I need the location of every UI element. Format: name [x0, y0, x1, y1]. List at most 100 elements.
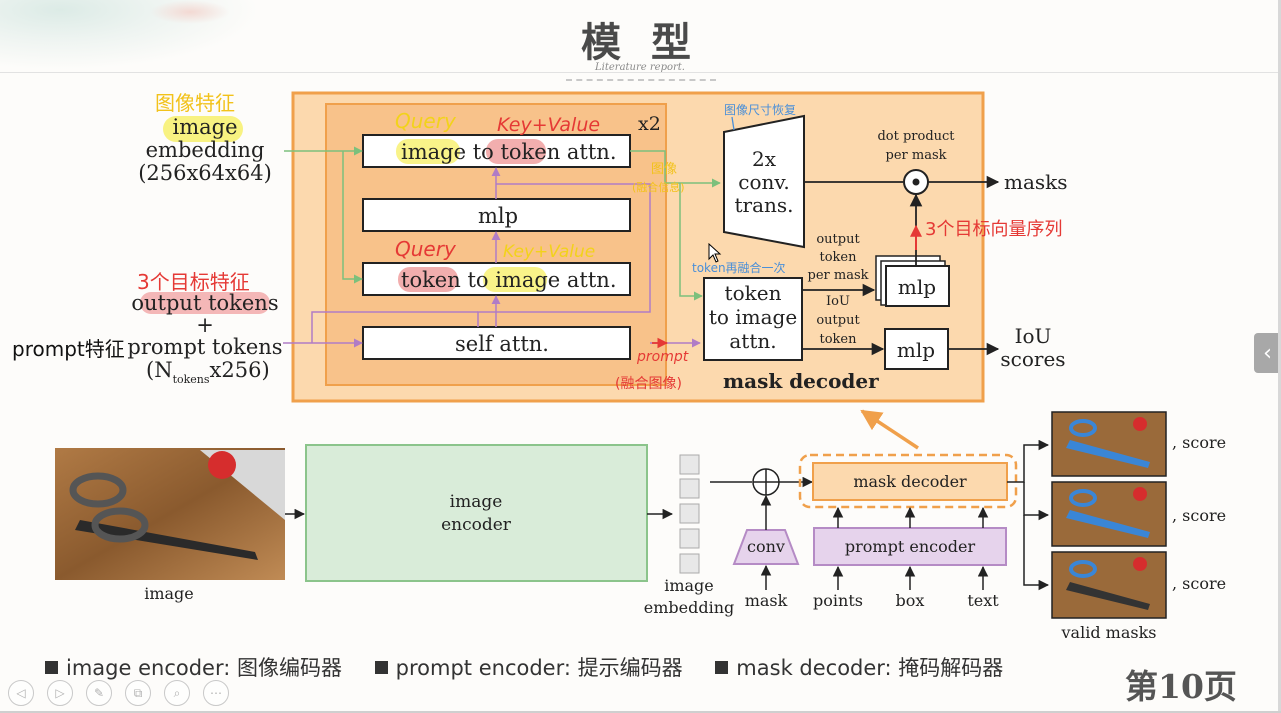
itt-to-ttia: [679, 183, 703, 301]
annot-kv-2: Key+Value: [503, 242, 595, 262]
image-emb-highlight: [163, 116, 243, 142]
otpm-line3: per mask: [808, 268, 869, 283]
annot-fuse-image: (融合图像): [615, 376, 682, 392]
iou-token-line3: token: [820, 332, 858, 347]
mlp-masks-label: mlp: [898, 275, 936, 299]
legend-item-image-encoder: image encoder: 图像编码器: [45, 656, 342, 680]
legend-text: mask decoder: 掩码解码器: [736, 656, 1004, 680]
valid-masks-label: valid masks: [1061, 623, 1157, 642]
annot-image-note-2: (融合信息): [632, 180, 685, 194]
more-icon[interactable]: ⋯: [203, 680, 229, 706]
image-emb-line1: image: [172, 115, 237, 139]
bullet-icon: [45, 661, 58, 674]
slide-subtitle: Literature report.: [595, 62, 685, 73]
prev-icon[interactable]: ◁: [8, 680, 34, 706]
highlight-image-2: [483, 267, 547, 292]
next-icon[interactable]: ▷: [47, 680, 73, 706]
image-encoder-line2: encoder: [441, 515, 512, 535]
annot-query-1: Query: [395, 109, 457, 133]
token-to-image-attn-right-block: [703, 277, 803, 361]
image-emb-line2: embedding: [146, 138, 265, 162]
n-tokens-tail: x256): [210, 358, 270, 382]
token-loop: [477, 183, 651, 327]
legend-text: image encoder: 图像编码器: [66, 656, 342, 680]
bullet-icon: [374, 661, 388, 674]
iou-token-line1: IoU: [826, 294, 850, 309]
collapse-panel-button[interactable]: ‹: [1254, 333, 1281, 373]
valid-mask-3: [1051, 551, 1167, 619]
dot-product-line1: dot product: [877, 129, 955, 144]
otpm-line2: token: [820, 250, 858, 265]
embedding-label-line2: embedding: [644, 598, 735, 617]
legend: image encoder: 图像编码器 prompt encoder: 提示编…: [45, 652, 1029, 682]
annot-prompt-note: prompt: [636, 349, 689, 365]
decoder-output-arrows: [1007, 439, 1050, 591]
conv-trans-line1: 2x: [752, 147, 777, 171]
score-label-1: , score: [1172, 433, 1226, 452]
window-edge-bottom: [0, 711, 1281, 713]
mlp-inner-label: mlp: [478, 204, 518, 228]
legend-item-mask-decoder: mask decoder: 掩码解码器: [715, 656, 1003, 680]
annot-target-features: 3个目标特征: [137, 270, 250, 294]
scissors-handle-2: [91, 507, 149, 543]
highlight-image: [396, 139, 460, 164]
header-rule: [0, 72, 1281, 73]
floral-decoration-pink: [150, 0, 230, 24]
n-tokens-sub: tokens: [173, 373, 210, 386]
self-attn-label: self attn.: [455, 332, 549, 356]
image-label: image: [144, 584, 194, 603]
plus-glyph: [753, 469, 779, 495]
red-object: [208, 451, 236, 479]
copy-icon[interactable]: ⧉: [125, 680, 151, 706]
image-encoder-block: [305, 444, 648, 582]
conv-trapezoid: [732, 529, 800, 565]
embedding-label-line1: image: [664, 576, 714, 595]
embedding-stack: [679, 454, 700, 574]
subtitle-divider: [566, 79, 716, 81]
token-word-2: token: [401, 268, 461, 292]
mlp-masks-block: [885, 265, 950, 307]
svg-text:image to token attn.: image to token attn.: [401, 140, 617, 164]
iou-scores-line2: scores: [1000, 347, 1065, 371]
conv-trans-line3: trans.: [734, 193, 793, 217]
iou-token-line2: output: [816, 313, 860, 328]
prompt-bypass: [311, 311, 478, 343]
highlight-token-2: [398, 267, 458, 292]
conv-label: conv: [747, 537, 785, 556]
annot-upsample-arrow: [731, 116, 735, 131]
conv-trans-line2: conv.: [738, 170, 789, 194]
window-edge: [1278, 0, 1281, 713]
bullet-icon: [715, 661, 729, 674]
pen-icon[interactable]: ✎: [86, 680, 112, 706]
itt-to-conv: [630, 150, 721, 188]
zoom-icon[interactable]: ⌕: [164, 680, 190, 706]
iou-scores-line1: IoU: [1015, 324, 1052, 348]
box-label: box: [896, 591, 925, 610]
mlp-inner-block: [362, 198, 631, 232]
annot-token-fuse: token再融合一次: [692, 260, 786, 275]
mask-decoder-block: [812, 462, 1008, 501]
dot-product-line2: per mask: [886, 148, 947, 163]
conv-trans-block: [723, 114, 805, 249]
image-encoder-line1: image: [450, 492, 503, 512]
score-label-3: , score: [1172, 574, 1226, 593]
image-word: image: [401, 140, 466, 164]
svg-text:token to image attn.: token to image attn.: [401, 268, 617, 292]
points-label: points: [813, 591, 863, 610]
annot-kv-1: Key+Value: [497, 114, 600, 136]
image-emb-to-tti: [342, 151, 363, 284]
image-word-2: image: [495, 268, 560, 292]
annot-prompt-feature: prompt特征: [12, 337, 125, 361]
mask-decoder-label: mask decoder: [853, 472, 967, 491]
scissors-handle-1: [69, 472, 127, 508]
masks-output-label: masks: [1004, 170, 1068, 194]
prompt-tokens-label: prompt tokens: [127, 335, 282, 359]
prompt-to-decoder-arrows: [832, 506, 989, 528]
mlp-iou-label: mlp: [897, 338, 935, 362]
ttia-line3: attn.: [729, 329, 776, 353]
plus-label: +: [196, 313, 214, 337]
svg-text:(Ntokensx256): (Ntokensx256): [146, 358, 270, 386]
attn-word: attn.: [560, 140, 616, 164]
ttia-line1: token: [725, 281, 782, 305]
